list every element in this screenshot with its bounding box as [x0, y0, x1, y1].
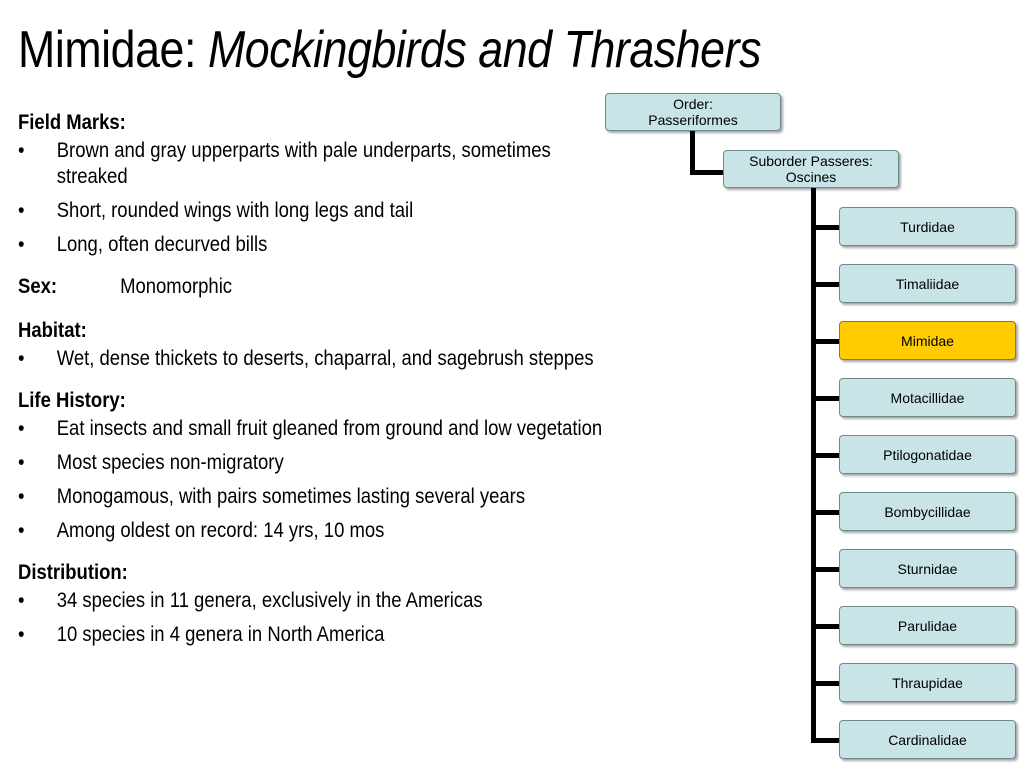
order-label: Order:: [673, 96, 713, 112]
list-item: • Long, often decurved bills: [18, 232, 616, 258]
bullet-text: Monogamous, with pairs sometimes lasting…: [56, 485, 526, 508]
connector-family-mimidae: [811, 338, 840, 344]
connector-family-bombycillidae: [811, 509, 840, 515]
title-family: Mimidae:: [18, 21, 208, 79]
field-marks-list: • Brown and gray upperparts with pale und…: [18, 138, 616, 258]
field-marks-section: Field Marks: • Brown and gray upperparts …: [18, 108, 616, 258]
connector-suborder-trunk: [811, 188, 816, 743]
connector-family-cardinalidae: [811, 737, 840, 743]
bullet-text: Brown and gray upperparts with pale unde…: [56, 139, 551, 188]
bullet-icon: •: [18, 199, 25, 222]
bullet-icon: •: [18, 519, 25, 542]
bullet-text: Long, often decurved bills: [56, 233, 268, 256]
list-item: • Short, rounded wings with long legs and…: [18, 198, 616, 224]
title-common-name: Mockingbirds and Thrashers: [207, 21, 762, 79]
connector-family-turdidae: [811, 224, 840, 230]
life-history-section: Life History: • Eat insects and small fru…: [18, 386, 616, 544]
bullet-icon: •: [18, 485, 25, 508]
distribution-list: • 34 species in 11 genera, exclusively in…: [18, 588, 616, 648]
bullet-icon: •: [18, 417, 25, 440]
bullet-text: Short, rounded wings with long legs and …: [56, 199, 414, 222]
habitat-heading: Habitat:: [18, 319, 87, 342]
bullet-icon: •: [18, 589, 25, 612]
connector-family-sturnidae: [811, 566, 840, 572]
family-label: Mimidae: [901, 332, 954, 349]
habitat-section: Habitat: • Wet, dense thickets to deserts…: [18, 316, 616, 372]
page-title: Mimidae: Mockingbirds and Thrashers: [18, 18, 761, 82]
list-item: • 34 species in 11 genera, exclusively in…: [18, 588, 616, 614]
list-item: • Most species non-migratory: [18, 450, 616, 476]
family-label: Thraupidae: [892, 674, 963, 691]
bullet-icon: •: [18, 623, 25, 646]
bullet-text: 10 species in 4 genera in North America: [56, 623, 385, 646]
connector-family-timaliidae: [811, 281, 840, 287]
distribution-section: Distribution: • 34 species in 11 genera, …: [18, 558, 616, 648]
field-marks-heading: Field Marks:: [18, 111, 126, 134]
family-label: Motacillidae: [890, 389, 965, 406]
sex-line: Sex: Monomorphic: [18, 272, 616, 302]
family-node-timaliidae: Timaliidae: [839, 264, 1016, 303]
connector-family-ptilogonatidae: [811, 452, 840, 458]
family-node-bombycillidae: Bombycillidae: [839, 492, 1016, 531]
connector-order-vertical: [690, 131, 695, 175]
bullet-text: 34 species in 11 genera, exclusively in …: [56, 589, 483, 612]
bullet-icon: •: [18, 139, 25, 162]
order-name: Passeriformes: [648, 112, 738, 128]
suborder-label: Suborder Passeres:: [749, 153, 873, 169]
sex-section: Sex: Monomorphic: [18, 272, 616, 302]
family-label: Timaliidae: [895, 275, 960, 292]
list-item: • Wet, dense thickets to deserts, chaparr…: [18, 346, 616, 372]
family-label: Ptilogonatidae: [883, 446, 972, 463]
family-node-cardinalidae: Cardinalidae: [839, 720, 1016, 759]
family-node-thraupidae: Thraupidae: [839, 663, 1016, 702]
suborder-node: Suborder Passeres: Oscines: [723, 150, 899, 188]
family-node-parulidae: Parulidae: [839, 606, 1016, 645]
distribution-heading: Distribution:: [18, 561, 128, 584]
connector-family-motacillidae: [811, 395, 840, 401]
bullet-text: Eat insects and small fruit gleaned from…: [56, 417, 603, 440]
bullet-text: Among oldest on record: 14 yrs, 10 mos: [56, 519, 385, 542]
bullet-icon: •: [18, 451, 25, 474]
bullet-text: Wet, dense thickets to deserts, chaparra…: [56, 347, 594, 370]
bullet-icon: •: [18, 347, 25, 370]
list-item: • Among oldest on record: 14 yrs, 10 mos: [18, 518, 616, 544]
connector-family-parulidae: [811, 623, 840, 629]
species-details: Field Marks: • Brown and gray upperparts …: [18, 108, 618, 662]
list-item: • Monogamous, with pairs sometimes lastin…: [18, 484, 616, 510]
bullet-icon: •: [18, 233, 25, 256]
habitat-list: • Wet, dense thickets to deserts, chaparr…: [18, 346, 616, 372]
list-item: • Eat insects and small fruit gleaned fro…: [18, 416, 616, 442]
family-node-sturnidae: Sturnidae: [839, 549, 1016, 588]
life-history-list: • Eat insects and small fruit gleaned fro…: [18, 416, 616, 544]
family-label: Parulidae: [897, 617, 958, 634]
family-label: Turdidae: [900, 218, 955, 235]
bullet-text: Most species non-migratory: [56, 451, 284, 474]
connector-family-thraupidae: [811, 680, 840, 686]
connector-order-horizontal: [690, 170, 725, 175]
order-node: Order: Passeriformes: [605, 93, 781, 131]
family-node-mimidae: Mimidae: [839, 321, 1016, 360]
list-item: • Brown and gray upperparts with pale und…: [18, 138, 616, 190]
life-history-heading: Life History:: [18, 389, 126, 412]
sex-label: Sex:: [18, 275, 58, 298]
family-label: Bombycillidae: [884, 503, 971, 520]
family-node-ptilogonatidae: Ptilogonatidae: [839, 435, 1016, 474]
suborder-name: Oscines: [785, 169, 837, 185]
family-node-turdidae: Turdidae: [839, 207, 1016, 246]
family-label: Cardinalidae: [888, 731, 967, 748]
list-item: • 10 species in 4 genera in North America: [18, 622, 616, 648]
sex-value: Monomorphic: [120, 275, 233, 298]
family-node-motacillidae: Motacillidae: [839, 378, 1016, 417]
family-label: Sturnidae: [897, 560, 958, 577]
